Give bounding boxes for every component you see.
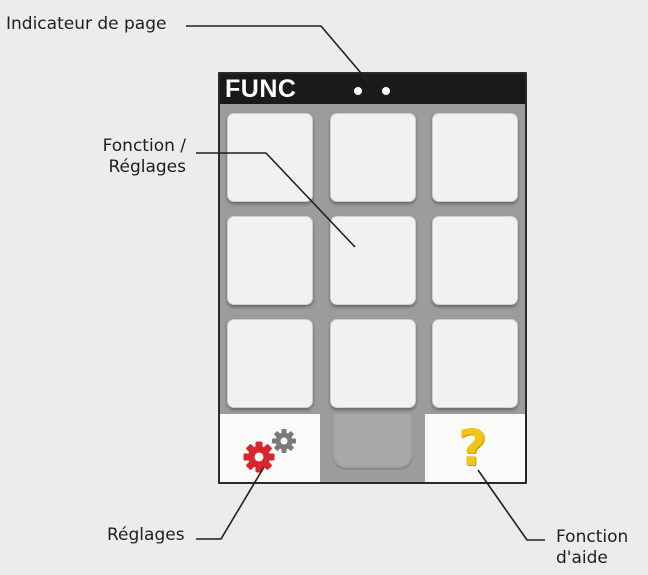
leader-line-function xyxy=(196,152,356,248)
callout-function-line2: Réglages xyxy=(108,157,186,177)
footer-center-tab xyxy=(320,414,425,482)
page-indicator-dot xyxy=(382,87,390,95)
screen-footer: ? xyxy=(220,414,525,482)
callout-function-line1: Fonction / xyxy=(102,136,186,156)
function-tile-9[interactable] xyxy=(432,319,518,408)
callout-help-line1: Fonction xyxy=(556,527,629,547)
footer-center-tab-inner[interactable] xyxy=(332,414,413,470)
callout-settings: Réglages xyxy=(107,525,185,545)
page-indicator-dot xyxy=(354,87,362,95)
callout-page-indicator: Indicateur de page xyxy=(6,14,167,34)
func-title: FUNC xyxy=(225,75,297,103)
callout-help-line2: d'aide xyxy=(556,548,608,568)
function-tile-4[interactable] xyxy=(227,216,313,305)
function-tile-7[interactable] xyxy=(227,319,313,408)
question-mark-icon[interactable]: ? xyxy=(458,419,488,477)
leader-line-settings xyxy=(196,466,265,540)
function-tile-6[interactable] xyxy=(432,216,518,305)
screen-header: FUNC xyxy=(220,74,525,104)
callout-help-function: Fonction d'aide xyxy=(556,527,628,569)
leader-line-page-indicator xyxy=(186,25,373,87)
function-tile-5[interactable] xyxy=(330,216,416,305)
device-screen: FUNC xyxy=(218,72,527,484)
gear-icon[interactable] xyxy=(234,424,304,476)
function-tile-3[interactable] xyxy=(432,113,518,202)
leader-line-help xyxy=(477,469,545,541)
function-tile-2[interactable] xyxy=(330,113,416,202)
callout-function-settings: Fonction / Réglages xyxy=(58,136,186,178)
function-tile-8[interactable] xyxy=(330,319,416,408)
